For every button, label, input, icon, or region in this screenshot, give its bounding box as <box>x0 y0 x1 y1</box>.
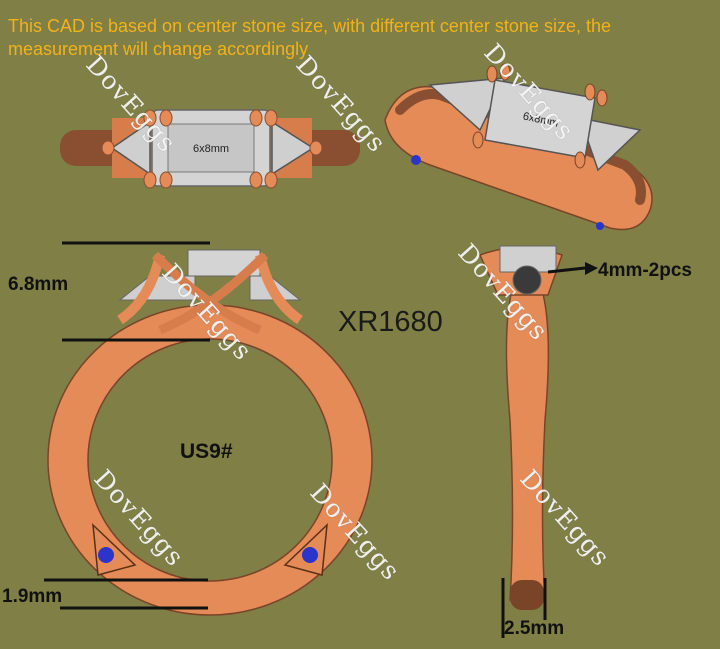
top-view: 6x8mm <box>60 109 360 189</box>
sapphire-right <box>302 547 318 563</box>
stone-label-top: 6x8mm <box>193 143 229 155</box>
cad-note: This CAD is based on center stone size, … <box>8 16 611 59</box>
perspective-view: 6x8mm <box>384 63 653 231</box>
front-view <box>44 241 373 616</box>
perspective-side-stone-right <box>578 117 642 172</box>
top-view-side-stone-right <box>271 120 315 176</box>
side-stone-dimension: 4mm-2pcs <box>598 260 692 281</box>
side-stone-pointer <box>547 266 586 274</box>
band-thickness-dimension: 1.9mm <box>2 586 63 607</box>
side-stone-profile <box>512 265 542 295</box>
model-code: XR1680 <box>338 306 443 338</box>
side-view <box>478 245 598 638</box>
sapphire-left <box>98 547 114 563</box>
band-width-dimension: 2.5mm <box>504 618 565 639</box>
ring-size: US9# <box>180 440 233 463</box>
height-dimension: 6.8mm <box>8 274 69 295</box>
perspective-band <box>384 86 653 231</box>
top-view-side-stone-left <box>110 120 151 176</box>
top-view-prongs <box>101 109 323 189</box>
